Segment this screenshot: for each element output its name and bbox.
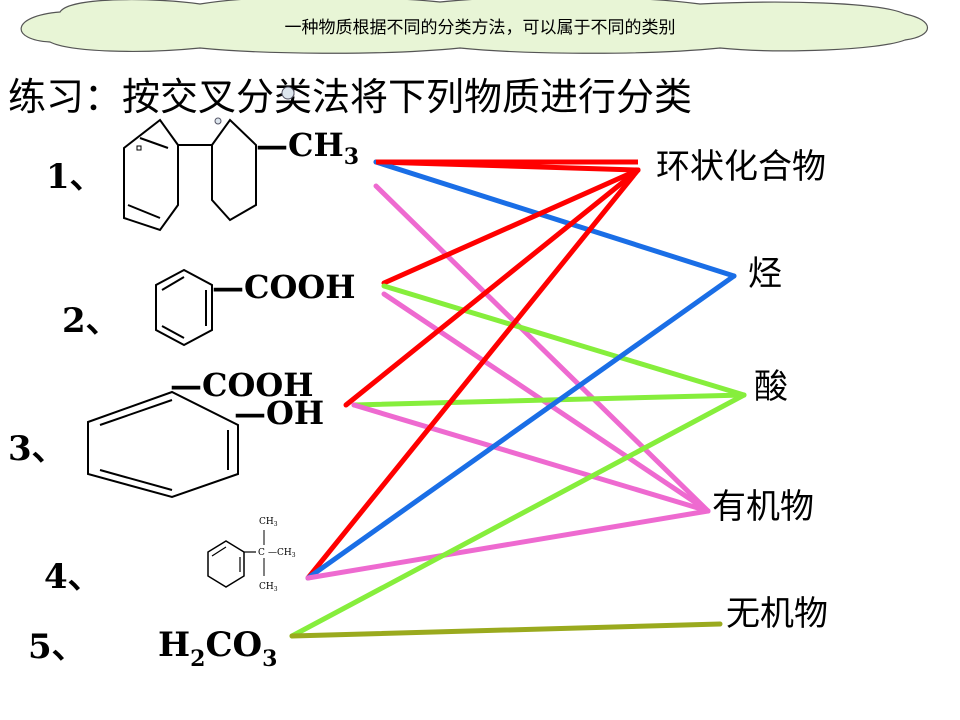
connection-4-4-olive <box>289 621 723 639</box>
compound-3-number: 3、 <box>8 429 66 469</box>
connection-2-3-pink <box>351 402 711 514</box>
connection-0-1-blue <box>373 159 737 279</box>
compound-3-structure <box>87 390 239 499</box>
cloud-banner: 一种物质根据不同的分类方法，可以属于不同的类别 <box>20 0 928 54</box>
compound-2-number: 2、 <box>62 301 120 341</box>
title-dot-decoration <box>281 86 295 100</box>
connection-3-3-pink <box>305 508 711 581</box>
page-title: 练习：按交叉分类法将下列物质进行分类 <box>8 75 692 119</box>
compound-4-inner-bond <box>211 546 227 557</box>
compound-2-ring <box>155 268 213 347</box>
connection-3-1-blue <box>305 273 737 581</box>
cloud-shape <box>20 0 928 54</box>
categories: 环状化合物 烃 酸 有机物 无机物 <box>656 147 828 634</box>
connection-2-0-red <box>343 167 641 408</box>
connection-1-0-red <box>381 167 641 286</box>
connection-1-2-green <box>381 283 747 398</box>
compound-3-group-cooh: —COOH <box>170 366 313 404</box>
compound-5-formula: H2CO3 <box>158 625 277 672</box>
category-hydrocarbon: 烃 <box>748 254 782 294</box>
compound-4-top-group: CH3 <box>259 517 278 528</box>
connection-2-2-green <box>351 392 747 408</box>
compound-2-inner-bond <box>161 276 185 291</box>
compound-4-ring <box>207 540 245 588</box>
structure-dot-decoration <box>214 117 222 125</box>
compound-4-number: 4、 <box>44 557 102 597</box>
compound-1-inner-bond <box>139 137 169 149</box>
category-inorganic: 无机物 <box>726 594 828 634</box>
compound-3-inner-bond-3 <box>99 469 173 491</box>
compound-4-center: C <box>258 548 265 558</box>
connection-3-0-red <box>305 167 641 581</box>
category-organic: 有机物 <box>712 487 814 527</box>
compound-3-inner-bond <box>99 399 173 426</box>
compound-5: 5、 H2CO3 <box>28 625 277 672</box>
compound-1: 1、 —CH3 <box>46 118 359 232</box>
compound-1-ring-right <box>211 118 257 222</box>
compound-4: 4、 CH3 C —CH3 CH3 <box>44 517 296 597</box>
compound-3-group-oh: —OH <box>234 394 324 432</box>
connection-0-3-pink <box>373 183 711 514</box>
compound-2: 2、 —COOH <box>62 268 355 347</box>
compound-2-inner-bond-3 <box>161 325 185 339</box>
compound-1-group: —CH3 <box>256 126 359 170</box>
compound-4-right-group: —CH3 <box>268 548 296 559</box>
compound-4-bottom-group: CH3 <box>259 582 278 593</box>
category-acid: 酸 <box>754 367 788 407</box>
compound-1-number: 1、 <box>46 157 104 197</box>
connection-lines <box>289 159 747 639</box>
compound-1-structure <box>123 118 257 232</box>
compound-1-inner-bond-2 <box>127 204 161 219</box>
compound-3-ring <box>87 390 239 499</box>
compound-3: 3、 —COOH —OH <box>8 366 324 499</box>
category-cyclic-compound: 环状化合物 <box>656 147 826 187</box>
compound-4-structure <box>207 530 265 588</box>
compound-2-structure <box>155 268 213 347</box>
cloud-text: 一种物质根据不同的分类方法，可以属于不同的类别 <box>285 18 676 38</box>
compound-2-group: —COOH <box>212 268 355 306</box>
connection-4-2-green <box>289 392 747 639</box>
compound-5-number: 5、 <box>28 627 86 667</box>
compound-1-marker <box>136 145 142 151</box>
